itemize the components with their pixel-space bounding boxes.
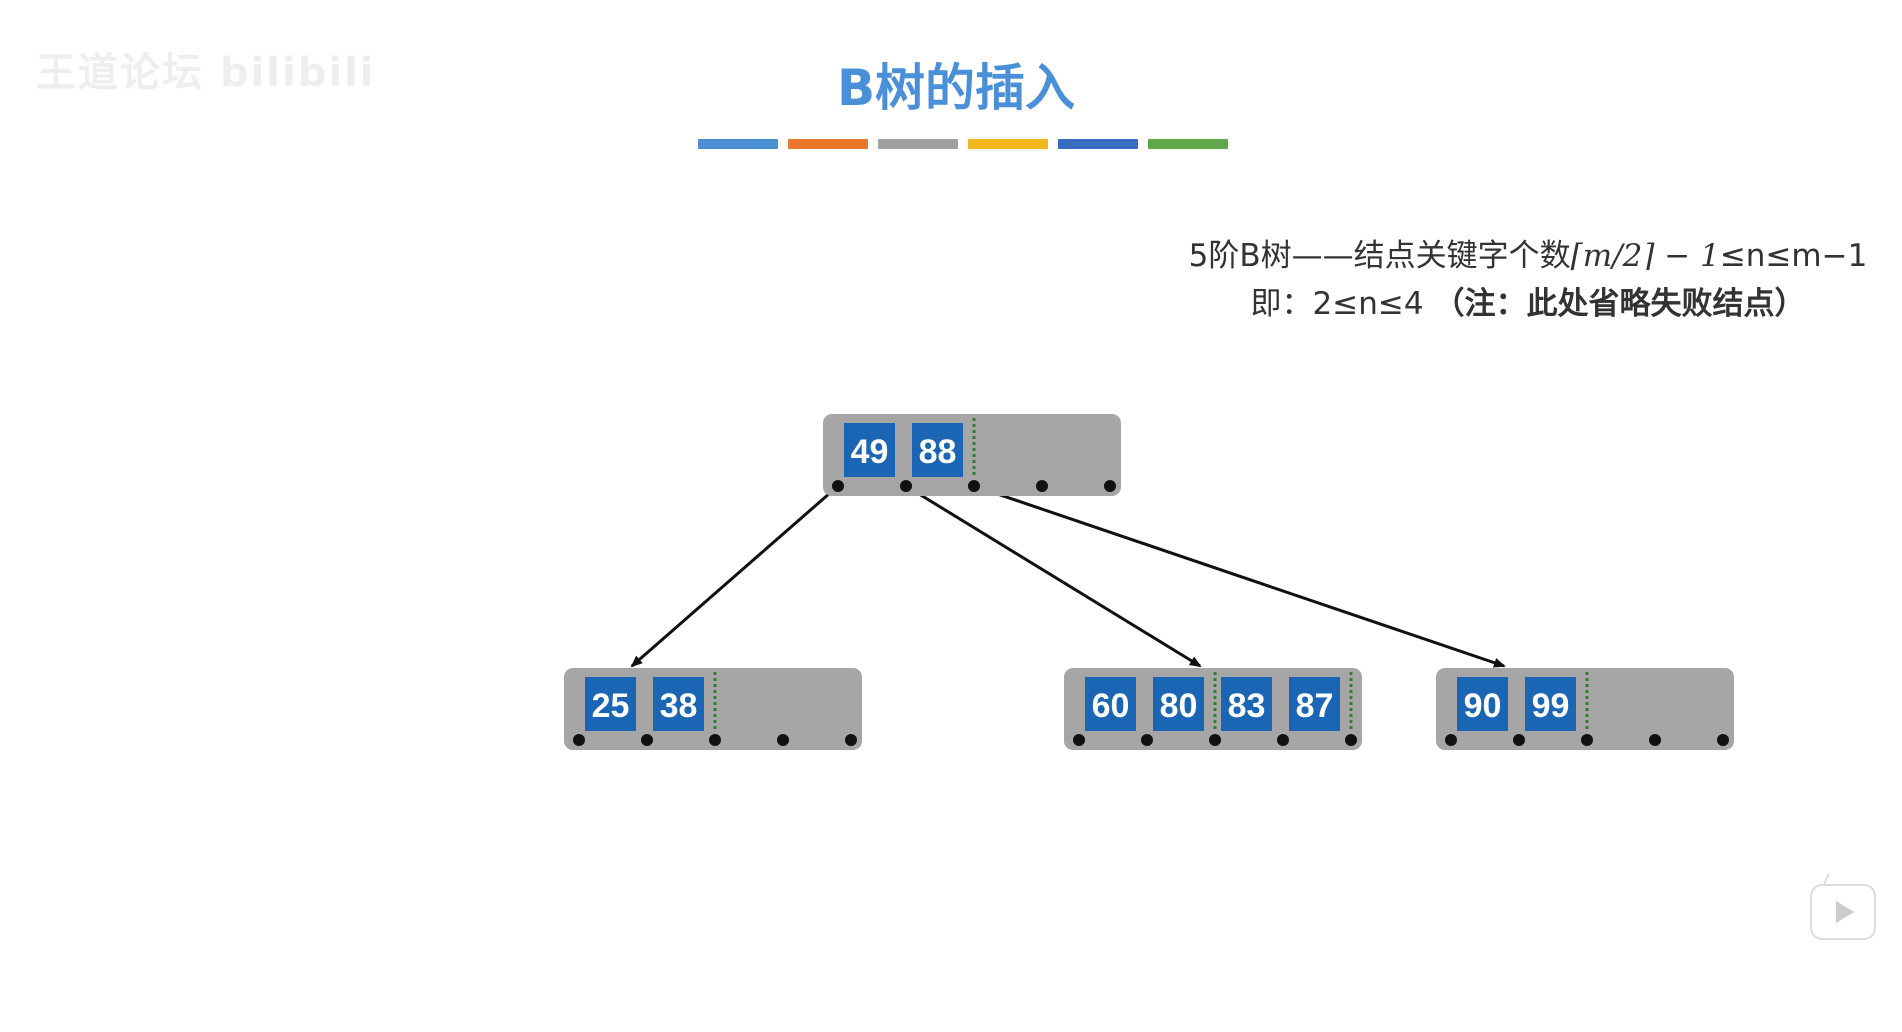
key-box-25	[585, 677, 636, 731]
accent-bar-darkblue	[1058, 139, 1138, 149]
btree-node-root	[823, 414, 1121, 496]
btree-node-child-1	[564, 668, 862, 750]
key-box-99	[1525, 677, 1576, 731]
pointer-dot	[777, 734, 789, 746]
key-box-87	[1289, 677, 1340, 731]
key-box-60	[1085, 677, 1136, 731]
info-line-1-tail: ≤n≤m−1	[1719, 238, 1868, 274]
pointer-dot	[709, 734, 721, 746]
info-line-1: 5阶B树——结点关键字个数⌈m/2⌉ − 1≤n≤m−1	[1158, 230, 1898, 275]
pointer-dot	[1036, 480, 1048, 492]
pointer-dot	[832, 480, 844, 492]
pointer-dot	[573, 734, 585, 746]
edge-root-to-child-3	[973, 484, 1506, 668]
info-line-1-formula: ⌈m/2⌉ − 1	[1570, 238, 1720, 274]
edge-root-to-child-1	[630, 484, 839, 668]
key-label-87: 87	[1296, 687, 1334, 725]
key-label-49: 49	[851, 433, 889, 471]
info-line-2-text: 即：2≤n≤4	[1250, 286, 1424, 322]
key-label-25: 25	[592, 687, 630, 725]
pointer-dot	[1073, 734, 1085, 746]
watermark: 王道论坛 bilibili	[36, 50, 376, 96]
key-box-38	[653, 677, 704, 731]
key-box-90	[1457, 677, 1508, 731]
info-line-2: 即：2≤n≤4 （注：此处省略失败结点）	[1158, 278, 1898, 323]
key-box-49	[844, 423, 895, 477]
info-line-2-note: （注：此处省略失败结点）	[1433, 286, 1806, 322]
pointer-dot	[1649, 734, 1661, 746]
pointer-dot	[1209, 734, 1221, 746]
accent-bar-yellow	[968, 139, 1048, 149]
pointer-dot	[1104, 480, 1116, 492]
key-label-80: 80	[1160, 687, 1198, 725]
pointer-dot	[1513, 734, 1525, 746]
accent-bar-orange	[788, 139, 868, 149]
pointer-dot	[1445, 734, 1457, 746]
accent-bar-gray	[878, 139, 958, 149]
pointer-dot	[1717, 734, 1729, 746]
pointer-dot	[641, 734, 653, 746]
pointer-dot	[1141, 734, 1153, 746]
pointer-dot	[1277, 734, 1289, 746]
accent-bar-green	[1148, 139, 1228, 149]
key-label-38: 38	[660, 687, 698, 725]
pointer-dot	[968, 480, 980, 492]
page-title: B树的插入	[836, 59, 1076, 117]
edge-root-to-child-2	[905, 484, 1202, 668]
pointer-dot	[1581, 734, 1593, 746]
key-label-60: 60	[1092, 687, 1130, 725]
pointer-dot	[900, 480, 912, 492]
key-label-83: 83	[1228, 687, 1266, 725]
key-box-80	[1153, 677, 1204, 731]
key-box-83	[1221, 677, 1272, 731]
btree-node-child-3	[1436, 668, 1734, 750]
play-icon[interactable]	[1810, 884, 1876, 940]
btree-node-child-2	[1064, 668, 1362, 750]
pointer-dot	[1345, 734, 1357, 746]
accent-bar-blue	[698, 139, 778, 149]
key-label-88: 88	[919, 433, 957, 471]
pointer-dot	[845, 734, 857, 746]
key-label-99: 99	[1532, 687, 1570, 725]
key-box-88	[912, 423, 963, 477]
info-line-1-text: 5阶B树——结点关键字个数	[1188, 238, 1571, 274]
key-label-90: 90	[1464, 687, 1502, 725]
